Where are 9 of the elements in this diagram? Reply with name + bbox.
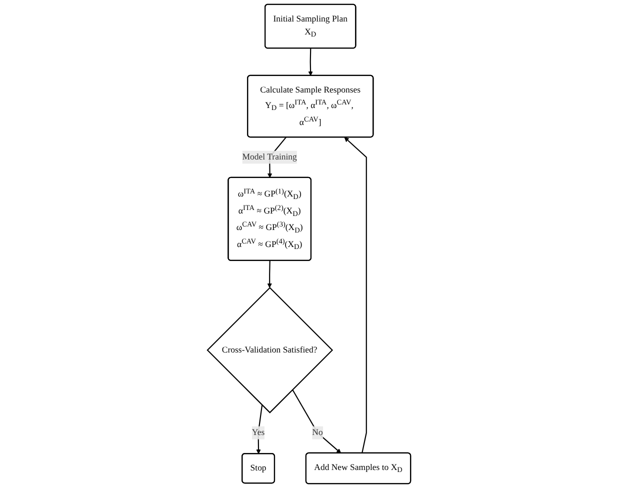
edge-label: No	[312, 428, 323, 438]
edge-label: Yes	[252, 428, 265, 438]
arrow	[256, 404, 263, 454]
arrow	[344, 137, 367, 454]
node-diamond: Cross-Validation Satisfied?	[206, 286, 334, 414]
arrow	[308, 48, 313, 76]
edge-label: Model Training	[242, 152, 297, 162]
arrow	[267, 260, 272, 288]
arrow	[292, 389, 342, 454]
